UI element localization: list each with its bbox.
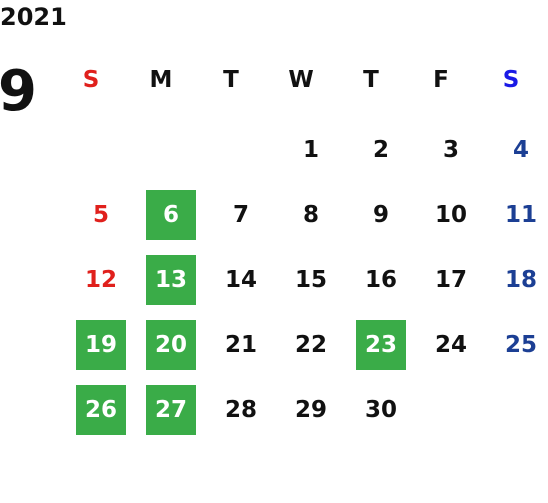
day-cell-22[interactable]: 22: [294, 332, 327, 358]
day-cell-30[interactable]: 30: [364, 397, 397, 423]
day-cell-6[interactable]: 6: [146, 190, 196, 240]
day-cell-18[interactable]: 18: [504, 267, 537, 293]
day-cell-14[interactable]: 14: [224, 267, 257, 293]
day-cell-5[interactable]: 5: [92, 202, 109, 228]
year-label: 2021: [0, 3, 67, 31]
day-cell-12[interactable]: 12: [84, 267, 117, 293]
day-cell-17[interactable]: 17: [434, 267, 467, 293]
day-cell-1[interactable]: 1: [302, 137, 319, 163]
day-cell-23[interactable]: 23: [356, 320, 406, 370]
day-cell-3[interactable]: 3: [442, 137, 459, 163]
day-cell-21[interactable]: 21: [224, 332, 257, 358]
day-cell-25[interactable]: 25: [504, 332, 537, 358]
day-cell-7[interactable]: 7: [232, 202, 249, 228]
day-cell-2[interactable]: 2: [372, 137, 389, 163]
weekday-tue: T: [223, 67, 239, 93]
day-cell-24[interactable]: 24: [434, 332, 467, 358]
day-cell-19[interactable]: 19: [76, 320, 126, 370]
month-number: 9: [0, 59, 37, 124]
day-cell-20[interactable]: 20: [146, 320, 196, 370]
weekday-mon: M: [149, 67, 173, 93]
weekday-thu: T: [363, 67, 379, 93]
day-cell-13[interactable]: 13: [146, 255, 196, 305]
day-cell-11[interactable]: 11: [504, 202, 537, 228]
weekday-sun: S: [82, 67, 100, 93]
weekday-header: S M T W T F S: [66, 62, 548, 98]
day-cell-10[interactable]: 10: [434, 202, 467, 228]
weekday-sat: S: [502, 67, 520, 93]
day-cell-9[interactable]: 9: [372, 202, 389, 228]
day-cell-28[interactable]: 28: [224, 397, 257, 423]
weekday-wed: W: [288, 67, 314, 93]
day-cell-27[interactable]: 27: [146, 385, 196, 435]
day-cell-15[interactable]: 15: [294, 267, 327, 293]
day-cell-29[interactable]: 29: [294, 397, 327, 423]
day-cell-16[interactable]: 16: [364, 267, 397, 293]
day-cell-26[interactable]: 26: [76, 385, 126, 435]
weekday-fri: F: [433, 67, 449, 93]
day-cell-4[interactable]: 4: [512, 137, 529, 163]
day-cell-8[interactable]: 8: [302, 202, 319, 228]
